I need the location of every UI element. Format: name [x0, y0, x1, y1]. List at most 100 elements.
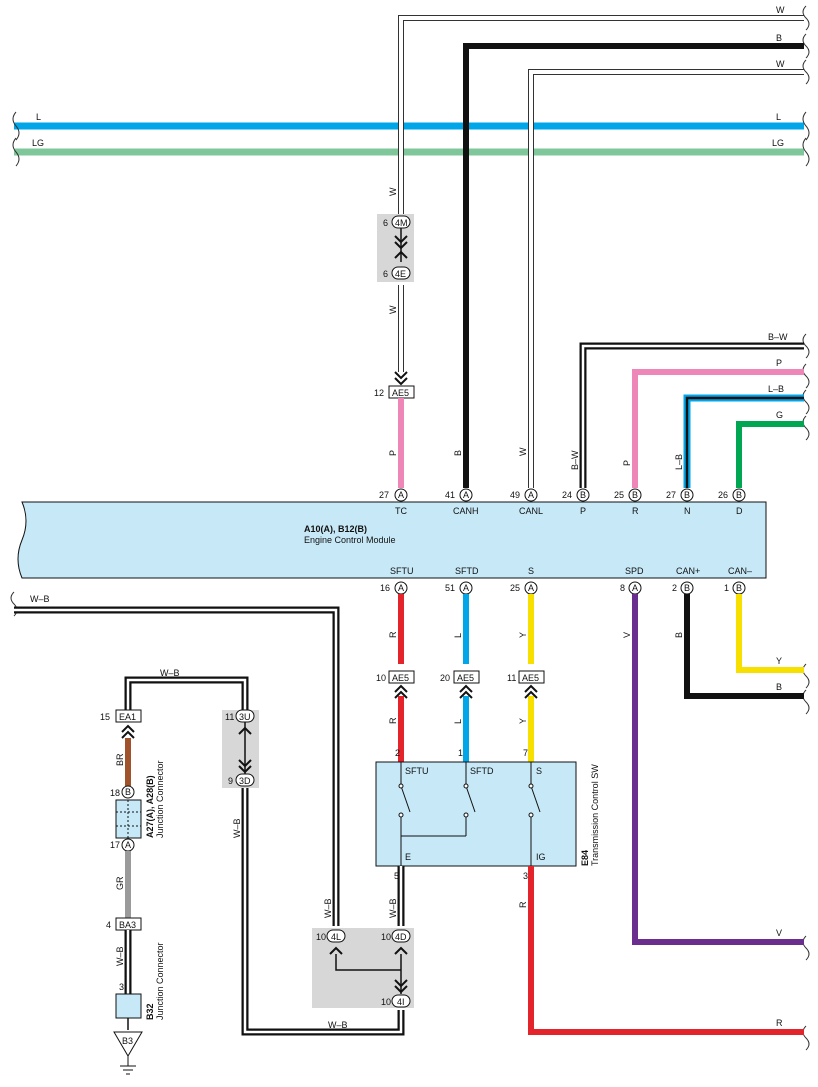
svg-text:CAN+: CAN+ — [676, 566, 700, 576]
svg-text:B: B — [684, 490, 690, 500]
svg-text:SPD: SPD — [625, 566, 644, 576]
wire-gr: GR — [115, 851, 131, 918]
ecm-title: A10(A), B12(B) — [304, 524, 367, 534]
wire-label-r2-v: R — [388, 717, 398, 724]
pin-4m: 6 — [383, 218, 388, 228]
svg-text:BA3: BA3 — [119, 920, 136, 930]
svg-text:9: 9 — [228, 776, 233, 786]
svg-text:26: 26 — [718, 490, 728, 500]
wire-v-spd: V V — [622, 594, 804, 945]
wire-label-g-right: G — [776, 410, 783, 420]
svg-text:2: 2 — [672, 583, 677, 593]
svg-text:SFTU: SFTU — [390, 566, 414, 576]
svg-text:A: A — [463, 583, 469, 593]
svg-text:1: 1 — [724, 583, 729, 593]
svg-text:8: 8 — [620, 583, 625, 593]
wire-label-p-v: P — [388, 450, 398, 456]
svg-text:4: 4 — [106, 920, 111, 930]
wire-label-l2-v: L — [453, 719, 463, 724]
ecm-subtitle: Engine Control Module — [304, 535, 396, 545]
wire-label-wb1-v: W–B — [115, 946, 125, 966]
svg-text:3U: 3U — [239, 712, 251, 722]
wire-label-w-v1: W — [388, 187, 398, 196]
svg-text:27: 27 — [379, 490, 389, 500]
wire-label-w-v3: W — [518, 447, 528, 456]
wire-p-tc: P — [388, 398, 404, 488]
wire-label-b-v: B — [453, 450, 463, 456]
wire-label-v-v: V — [622, 632, 632, 638]
wire-label-wb2-v: W–B — [232, 818, 242, 838]
svg-text:SFTD: SFTD — [455, 566, 479, 576]
svg-text:15: 15 — [100, 712, 110, 722]
wire-label-r-right: R — [776, 1018, 783, 1028]
ecm-top-pin-r: 25 B R — [614, 488, 642, 516]
svg-text:3D: 3D — [239, 776, 251, 786]
wire-label-b-right2: B — [776, 682, 782, 692]
wire-label-wb-bottom: W–B — [328, 1020, 348, 1030]
wire-label-b2-v: B — [674, 632, 684, 638]
wire-label-gr-v: GR — [115, 876, 125, 890]
wire-y-s: Y Y — [518, 594, 534, 762]
wire-label-y-right: Y — [776, 656, 782, 666]
ecm-top-pin-canh: 41 A CANH — [445, 488, 479, 516]
wire-label-bw-v: B–W — [570, 450, 580, 470]
svg-text:A: A — [528, 583, 534, 593]
svg-text:18: 18 — [110, 788, 120, 798]
svg-text:TC: TC — [395, 506, 407, 516]
svg-text:51: 51 — [445, 583, 455, 593]
wire-label-lb-v: L–B — [674, 454, 684, 470]
svg-text:B: B — [736, 583, 742, 593]
svg-text:B: B — [580, 490, 586, 500]
connector-ae5-top: 12 AE5 — [374, 371, 415, 399]
svg-text:D: D — [736, 506, 743, 516]
svg-text:10: 10 — [316, 932, 326, 942]
svg-text:16: 16 — [380, 583, 390, 593]
wire-label-l-right: L — [776, 112, 781, 122]
svg-text:S: S — [536, 766, 542, 776]
connector-3u-3d: 11 3U 9 3D — [222, 709, 259, 788]
transmission-control-switch: 2 1 7 SFTU SFTD S E IG 5 3 E84 Tra — [375, 748, 600, 881]
wire-label-lg-left: LG — [32, 138, 44, 148]
wire-r-ig: R R — [518, 866, 804, 1035]
junction-connector-a27: 18 B 17 A A27(A), A28(B) Junction Connec… — [110, 760, 165, 852]
svg-text:4L: 4L — [331, 932, 341, 942]
svg-text:CAN–: CAN– — [728, 566, 752, 576]
wire-label-wb3-v: W–B — [323, 898, 333, 918]
wire-b-canh: B B — [453, 33, 804, 488]
wire-w-canl: W W — [518, 59, 804, 488]
pin-ae5-top: 12 — [374, 388, 384, 398]
svg-text:R: R — [632, 506, 639, 516]
svg-text:P: P — [580, 506, 586, 516]
svg-text:25: 25 — [510, 583, 520, 593]
svg-text:CANH: CANH — [453, 506, 479, 516]
engine-control-module: A10(A), B12(B) Engine Control Module — [17, 501, 767, 579]
svg-text:11: 11 — [225, 712, 234, 722]
ecm-bottom-pin-can-minus: CAN– 1 B — [724, 566, 752, 595]
svg-text:17: 17 — [110, 840, 120, 850]
svg-text:49: 49 — [510, 490, 520, 500]
svg-text:3: 3 — [523, 871, 528, 881]
svg-text:IG: IG — [536, 852, 546, 862]
connector-ba3: 4 BA3 — [106, 917, 142, 931]
wire-label-l-left: L — [36, 112, 41, 122]
ecm-top-pin-p: 24 B P — [562, 488, 590, 516]
svg-text:41: 41 — [445, 490, 455, 500]
svg-text:4D: 4D — [395, 932, 407, 942]
connector-id-4m: 4M — [395, 218, 408, 228]
wire-label-p-right: P — [776, 358, 782, 368]
svg-text:SFTD: SFTD — [470, 766, 494, 776]
svg-text:CANL: CANL — [519, 506, 543, 516]
junction-connector-b32: 3 B32 Junction Connector — [115, 942, 165, 1030]
wire-label-w-top2: W — [776, 59, 785, 69]
svg-text:A: A — [398, 583, 404, 593]
svg-text:10: 10 — [381, 997, 391, 1007]
svg-text:11: 11 — [507, 673, 516, 683]
wire-label-br-v: BR — [115, 753, 125, 766]
ecm-bottom-pin-spd: SPD 8 A — [620, 566, 644, 595]
svg-text:EA1: EA1 — [119, 712, 136, 722]
wire-label-lg-right: LG — [772, 138, 784, 148]
connector-id-4e: 4E — [395, 269, 406, 279]
wire-b-can-plus: B B — [674, 594, 804, 699]
wire-l-sftd: L L — [453, 594, 469, 762]
